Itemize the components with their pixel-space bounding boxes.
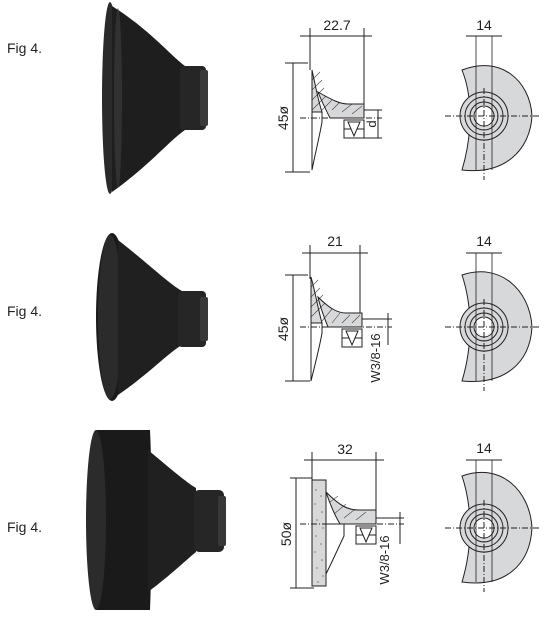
fig-label: Fig 4. [7,303,43,319]
end-view-drawing [445,459,540,592]
section-drawing [285,28,382,173]
hole-dimension: 14 [476,233,492,249]
thread-dimension: W3/8-16 [377,535,392,584]
fig-row-1: Fig 4. [0,0,549,205]
end-view-drawing [445,35,540,180]
diameter-dimension: 45ø [275,105,291,130]
length-dimension: 22.7 [323,17,350,33]
end-view-drawing [445,252,540,391]
product-photo [86,430,226,610]
dimension-labels: 22.7 45ø d 14 [275,17,492,130]
dimension-labels: 32 50ø W3/8-16 14 [278,440,492,585]
length-dimension: 32 [337,441,353,457]
fig-row-3: Fig 4. [0,410,549,623]
diameter-dimension: 45ø [275,316,291,341]
thread-dimension: d [364,120,379,127]
thread-dimension: W3/8-16 [368,333,383,382]
section-drawing [290,452,404,589]
hole-dimension: 14 [476,440,492,456]
fig-label: Fig 4. [7,40,43,56]
section-drawing [285,245,392,382]
dimension-labels: 21 45ø W3/8-16 14 [275,233,492,383]
hole-dimension: 14 [476,17,492,33]
product-photo [102,2,208,194]
product-photo [96,233,208,401]
fig-row-2: Fig 4. [0,205,549,410]
diameter-dimension: 50ø [278,521,294,546]
length-dimension: 21 [327,233,343,249]
fig-label: Fig 4. [7,519,43,535]
